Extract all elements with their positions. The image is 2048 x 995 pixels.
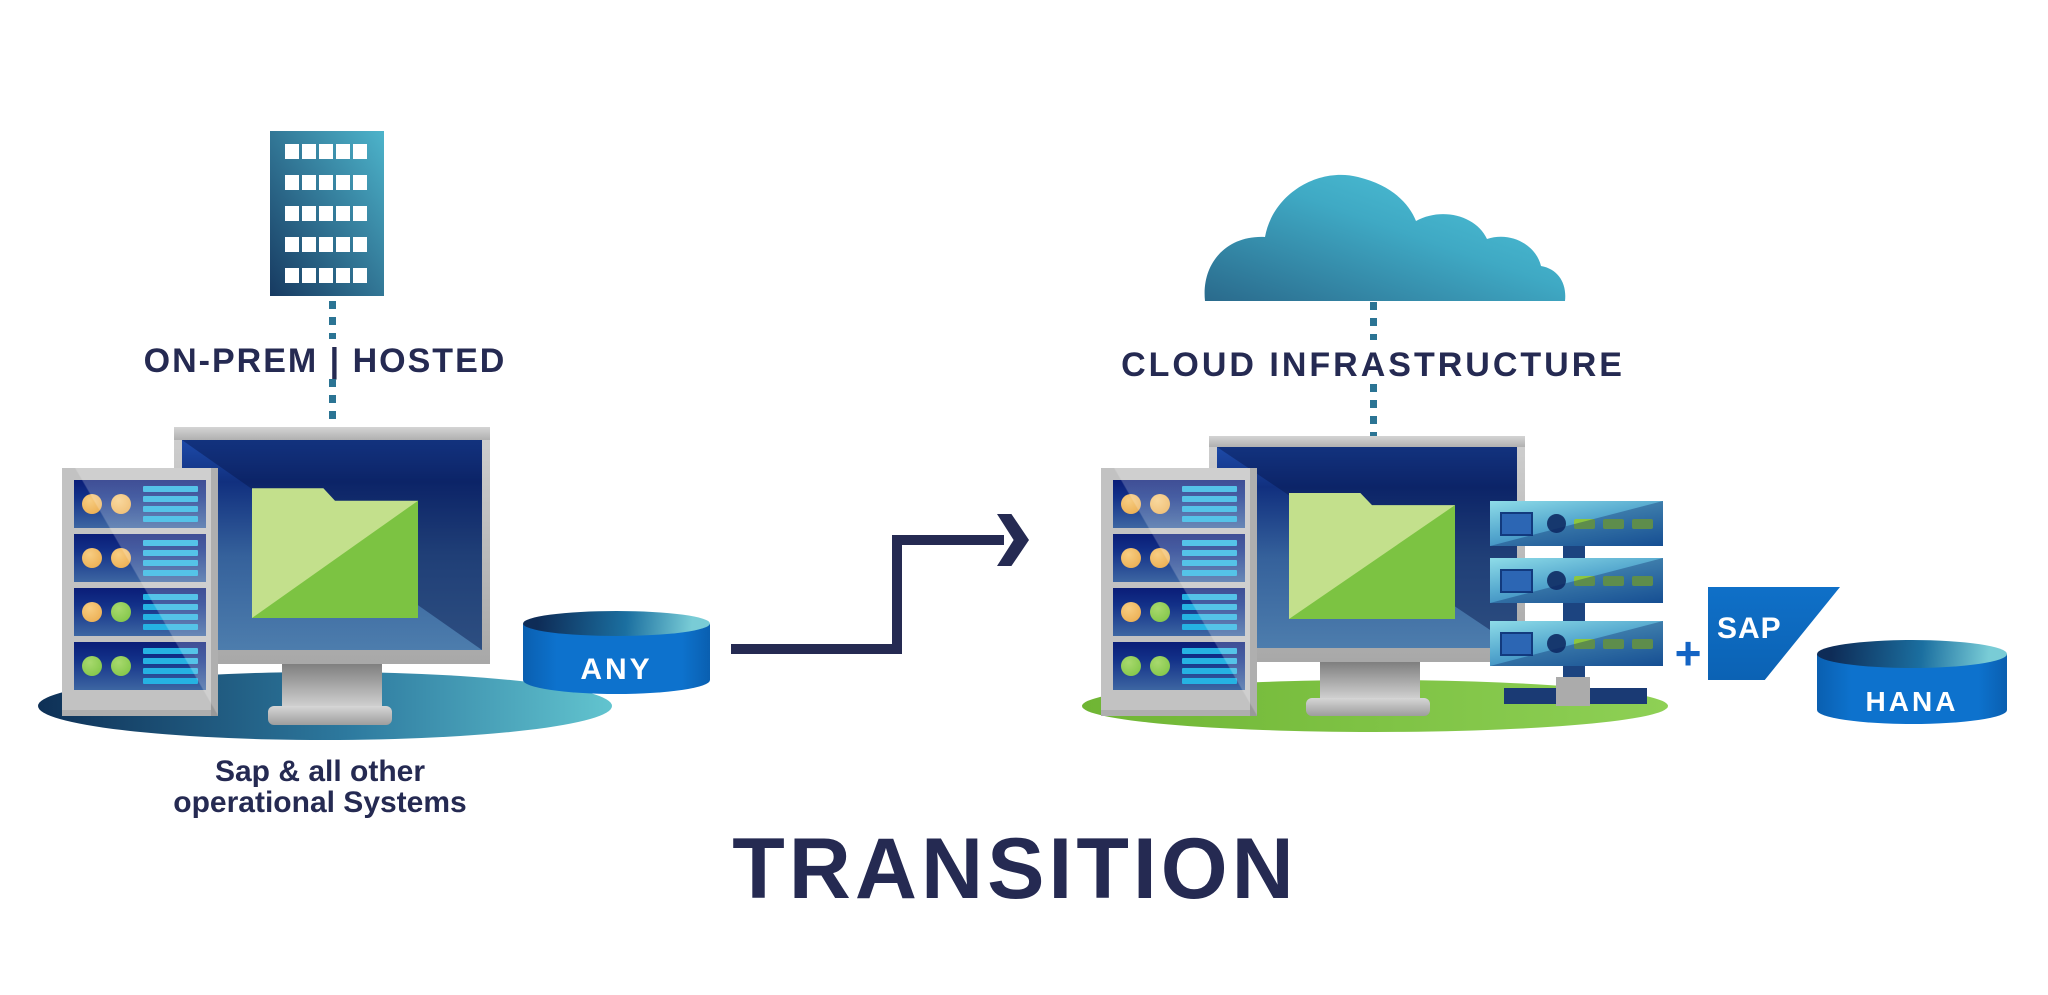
onprem-label: ON-PREM | HOSTED bbox=[143, 342, 507, 380]
hana-label: HANA bbox=[1865, 686, 1959, 717]
dotted-connector-building bbox=[329, 301, 336, 339]
building-icon bbox=[270, 131, 384, 296]
monitor-stand bbox=[1320, 662, 1420, 698]
monitor-stand-base bbox=[1306, 698, 1430, 716]
rack-panels bbox=[1113, 480, 1245, 690]
caption-line-1: Sap & all other bbox=[214, 755, 426, 788]
sap-logo-text: SAP bbox=[1717, 612, 1782, 645]
server-stack-foot bbox=[1556, 677, 1590, 706]
folder-icon bbox=[252, 488, 418, 618]
monitor-icon-right bbox=[1209, 436, 1525, 662]
diagram-title: TRANSITION bbox=[732, 821, 1298, 917]
folder-icon bbox=[1289, 493, 1455, 619]
monitor-top-bar bbox=[1209, 436, 1525, 447]
dotted-connector-cloud bbox=[1370, 302, 1377, 340]
server-rack-icon-right bbox=[1101, 468, 1257, 716]
database-hana-icon: HANA bbox=[1817, 640, 2007, 735]
database-any-icon: ANY bbox=[523, 611, 710, 706]
monitor-top-bar bbox=[174, 427, 490, 440]
monitor-stand bbox=[282, 664, 382, 706]
monitor-screen bbox=[1217, 447, 1517, 648]
any-label: ANY bbox=[580, 653, 653, 686]
cloud-label: CLOUD INFRASTRUCTURE bbox=[1121, 346, 1625, 384]
monitor-icon-left bbox=[174, 427, 490, 664]
caption-line-2: operational Systems bbox=[173, 786, 467, 819]
dotted-connector-cloud2 bbox=[1370, 384, 1377, 436]
monitor-screen bbox=[182, 440, 482, 650]
dotted-connector-onprem bbox=[329, 379, 336, 427]
monitor-stand-base bbox=[268, 706, 392, 725]
left-caption: Sap & all other operational Systems bbox=[120, 756, 520, 818]
server-stack-icon bbox=[1490, 501, 1663, 666]
plus-sign: + bbox=[1674, 627, 1702, 679]
server-rack-icon-left bbox=[62, 468, 218, 716]
cloud-icon bbox=[1204, 174, 1566, 301]
rack-panels bbox=[74, 480, 206, 690]
